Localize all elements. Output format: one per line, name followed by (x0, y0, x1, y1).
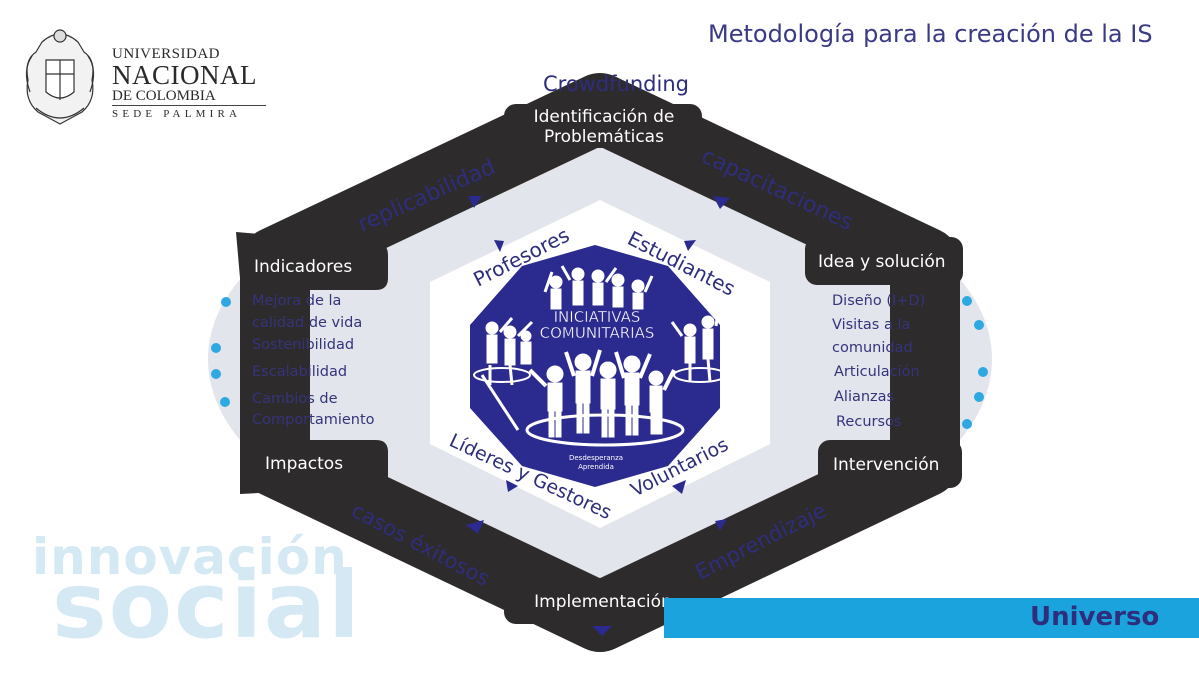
watermark-social: social (52, 552, 362, 659)
footer-universo-label: Universo (1030, 602, 1160, 632)
node-idea-box (805, 237, 963, 285)
list-item: Recursos (836, 414, 902, 430)
node-impactos-box (240, 440, 388, 494)
emblem-title-line2: COMUNITARIAS (540, 324, 655, 342)
list-item: Cambios de (252, 391, 338, 407)
left-bullet-dot (221, 297, 231, 307)
node-identificacion-line1: Identificación de (534, 107, 675, 127)
people-silhouettes-icon (485, 265, 720, 438)
emblem-small-line1: Desdesperanza (569, 454, 623, 462)
right-bullet-dot (974, 392, 984, 402)
flow-arrow-markers (466, 196, 730, 636)
node-identificacion-line2: Problemáticas (544, 127, 664, 147)
logo-line-sede: SEDE PALMIRA (112, 108, 242, 120)
list-item: Diseño (I+D) (832, 293, 926, 309)
left-bullet-dot (220, 397, 230, 407)
list-item: Visitas a la (832, 317, 911, 333)
emblem-ring-left (473, 367, 531, 383)
emblem-title-line1: INICIATIVAS (554, 308, 641, 326)
node-intervencion-label: Intervención (833, 455, 939, 475)
logo-line-universidad: UNIVERSIDAD (112, 46, 220, 62)
list-item: Comportamiento (252, 412, 375, 428)
logo-line-colombia: DE COLOMBIA (112, 88, 266, 106)
right-bullet-dot (962, 419, 972, 429)
university-crest-icon (25, 29, 95, 125)
emblem-small-line2: Aprendida (578, 463, 614, 471)
right-bullet-dot (962, 296, 972, 306)
node-impactos-label: Impactos (265, 454, 343, 474)
emblem-ring (525, 413, 685, 447)
node-identificacion-box (504, 104, 702, 148)
list-item: Escalabilidad (252, 364, 348, 380)
node-implementacion-label: Implementación (534, 592, 672, 612)
node-idea-label: Idea y solución (818, 252, 946, 272)
university-logo: UNIVERSIDAD NACIONAL DE COLOMBIA SEDE PA… (112, 46, 266, 122)
left-bullet-dot (211, 369, 221, 379)
page-title: Metodología para la creación de la IS (708, 20, 1153, 48)
watermark-innovacion: innovación (32, 528, 348, 586)
emblem-ring-right (673, 367, 727, 383)
list-item: comunidad (832, 340, 913, 356)
list-item: calidad de vida (252, 315, 363, 331)
edge-crowdfunding: Crowdfunding (543, 72, 689, 96)
list-item: Articulación (834, 364, 920, 380)
node-intervencion-box (818, 440, 962, 488)
list-item: Mejora de la (252, 293, 342, 309)
right-bullet-dot (974, 320, 984, 330)
emblem-stick (480, 374, 520, 431)
node-indicadores-label: Indicadores (254, 257, 352, 277)
node-indicadores-box (236, 232, 388, 290)
right-bullet-dot (978, 367, 988, 377)
footer-band (664, 598, 1199, 638)
list-item: Alianzas (834, 389, 895, 405)
node-implementacion-box (504, 578, 702, 624)
list-item: Sostenibilidad (252, 337, 355, 353)
logo-line-nacional: NACIONAL (112, 60, 257, 90)
left-bullet-dot (211, 343, 221, 353)
